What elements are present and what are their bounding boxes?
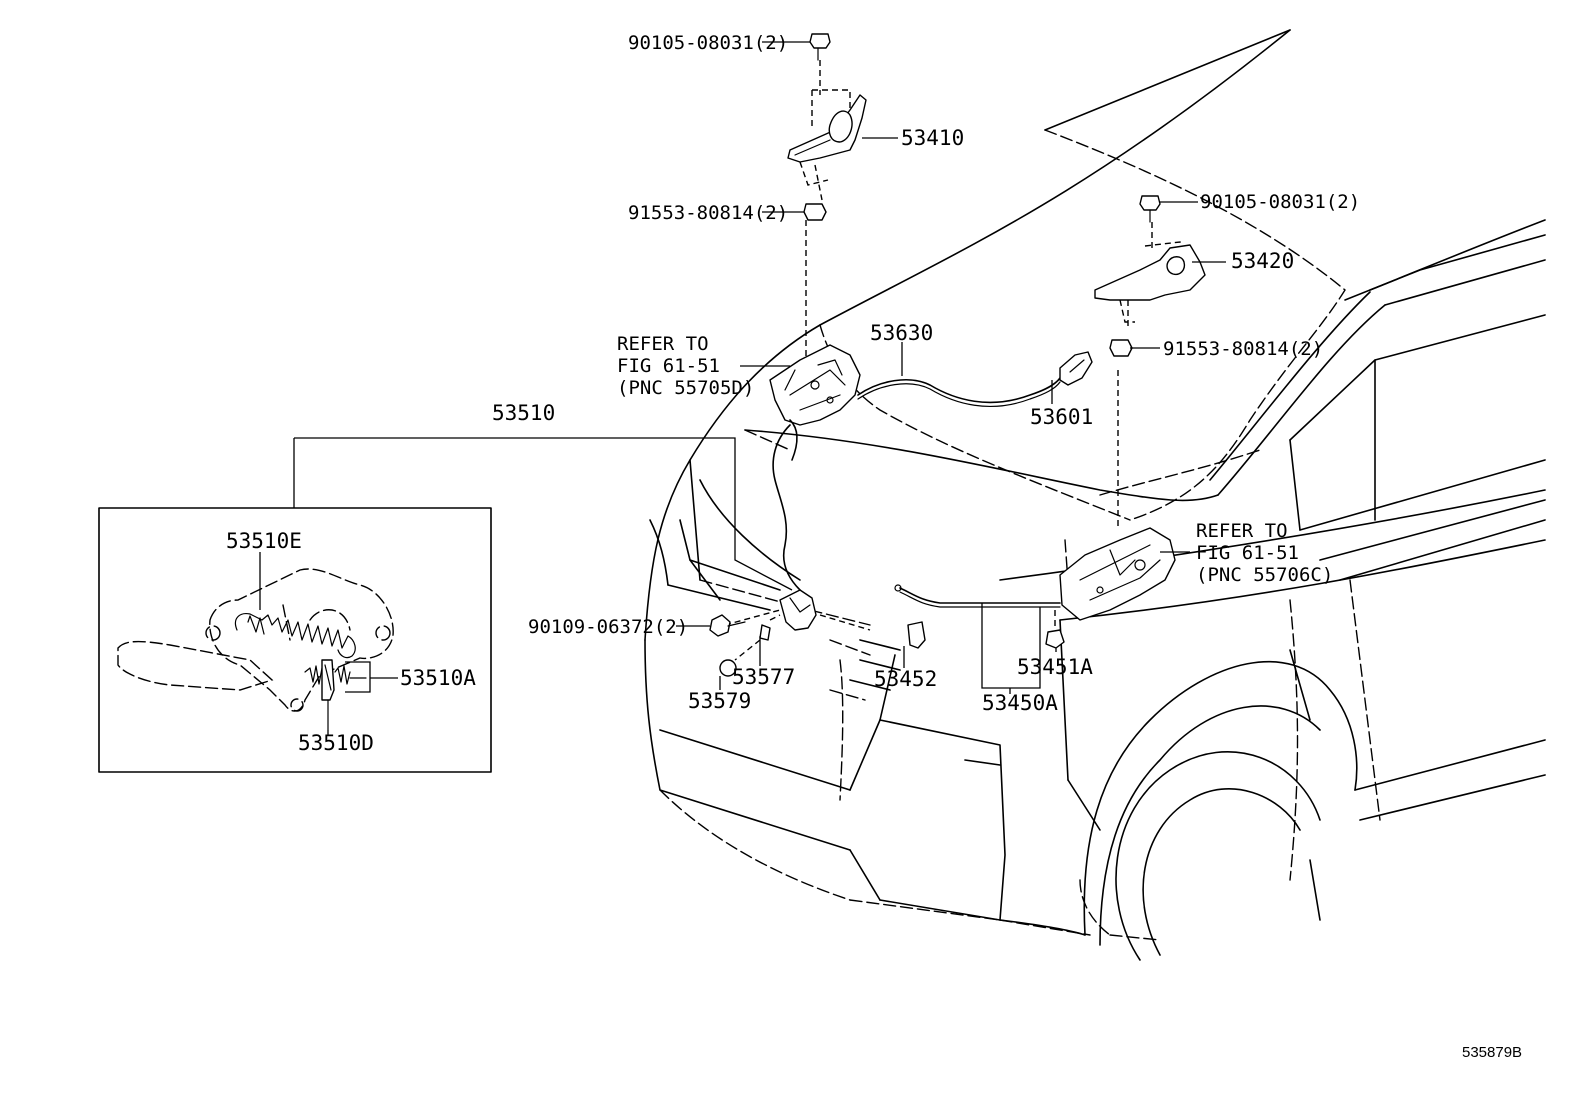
label-cushion-53579: 53579 bbox=[688, 689, 751, 713]
refer-right-line1: REFER TO bbox=[1196, 520, 1288, 542]
label-support-53451a: 53451A bbox=[1017, 655, 1093, 679]
refer-left-line3: (PNC 55705D) bbox=[617, 377, 754, 399]
bracket-right bbox=[1059, 527, 1176, 621]
bracket-left bbox=[769, 344, 861, 426]
hinge-lh bbox=[787, 33, 867, 370]
label-release-cable: 53630 bbox=[870, 321, 933, 345]
leader-lines bbox=[259, 41, 1226, 735]
refer-right-line3: (PNC 55706C) bbox=[1196, 564, 1333, 586]
label-lock-part-d: 53510D bbox=[298, 731, 374, 755]
label-support-53452: 53452 bbox=[874, 667, 937, 691]
label-hood-lock: 53510 bbox=[492, 401, 555, 425]
hood-phantom-outline bbox=[659, 129, 1381, 941]
label-hinge-rh: 53420 bbox=[1231, 249, 1294, 273]
label-lock-spring-a: 53510A bbox=[400, 666, 476, 690]
vehicle-outline bbox=[644, 29, 1546, 961]
hood-lock-installed bbox=[709, 589, 871, 677]
label-support-rod-53450a: 53450A bbox=[982, 691, 1058, 715]
label-lock-spring-e: 53510E bbox=[226, 529, 302, 553]
label-release-lever: 53601 bbox=[1030, 405, 1093, 429]
hinge-rh bbox=[1094, 195, 1206, 530]
diagram-id: 535879B bbox=[1462, 1044, 1522, 1061]
label-nut-hinge-lh: 91553-80814(2) bbox=[628, 202, 788, 224]
release-cable-assembly bbox=[772, 351, 1093, 591]
refer-right-line2: FIG 61-51 bbox=[1196, 542, 1299, 564]
label-bolt-top-hinge-lh: 90105-08031(2) bbox=[628, 32, 788, 54]
inset-frame bbox=[98, 507, 492, 773]
label-hinge-lh: 53410 bbox=[901, 126, 964, 150]
refer-left-line2: FIG 61-51 bbox=[617, 355, 720, 377]
hood-support-rod bbox=[894, 584, 1065, 649]
inset-hood-lock-detail bbox=[98, 507, 492, 773]
part-labels: 90105-08031(2) 53410 91553-80814(2) 9010… bbox=[226, 32, 1522, 1061]
refer-left-line1: REFER TO bbox=[617, 333, 709, 355]
label-nut-hinge-rh: 91553-80814(2) bbox=[1163, 338, 1323, 360]
label-bolt-lock: 90109-06372(2) bbox=[528, 616, 688, 638]
label-cushion-53577: 53577 bbox=[732, 665, 795, 689]
label-bolt-top-hinge-rh: 90105-08031(2) bbox=[1200, 191, 1360, 213]
